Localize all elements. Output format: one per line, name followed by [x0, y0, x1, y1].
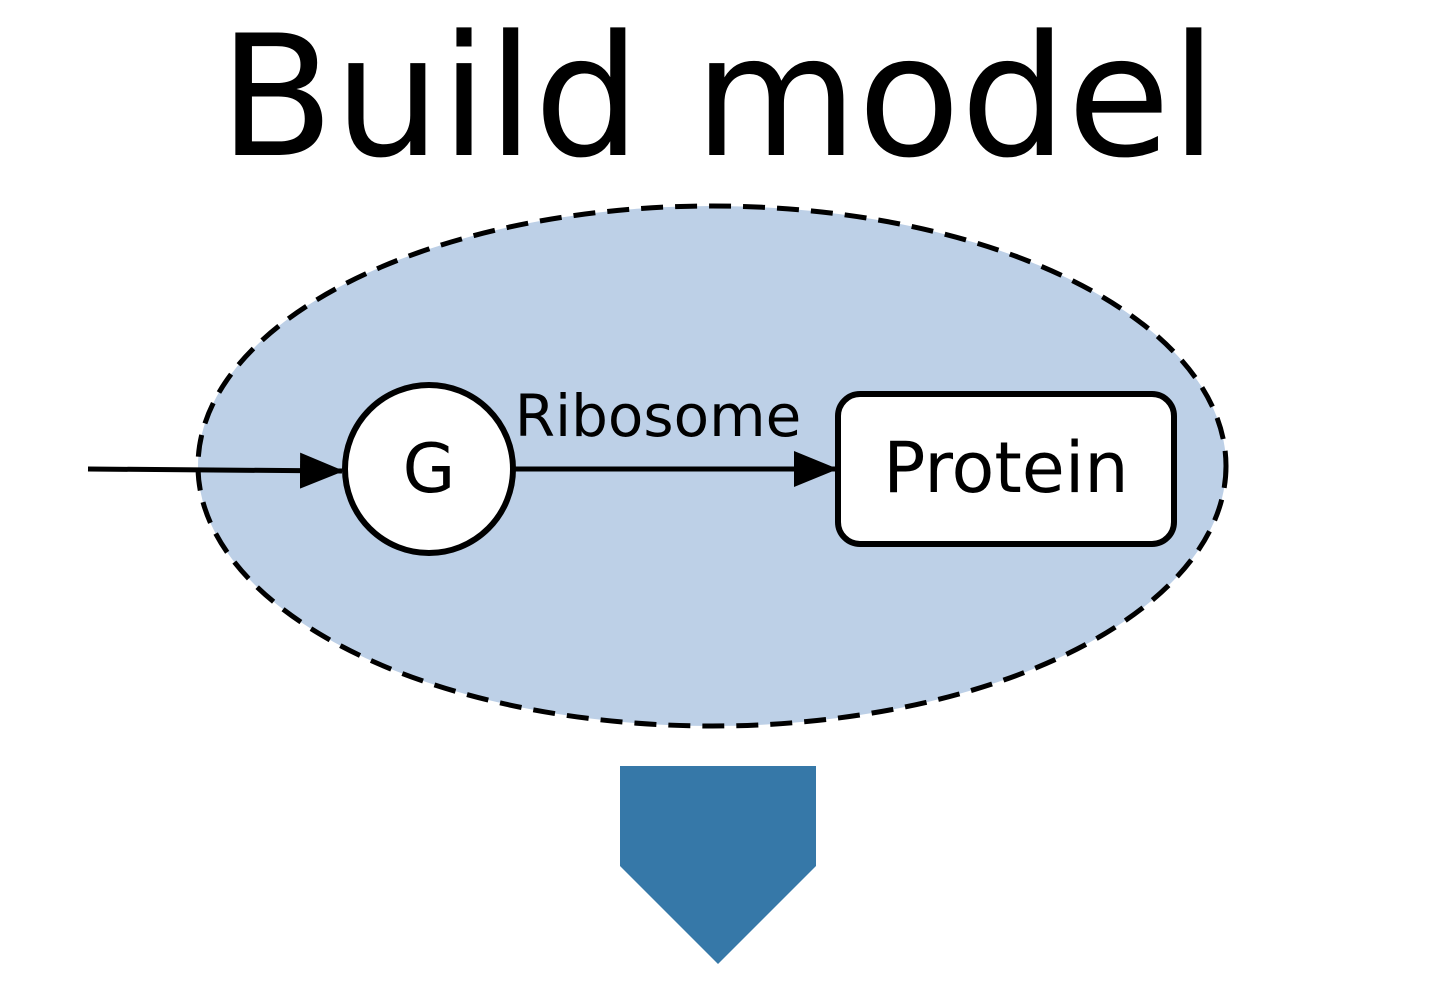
input-arrow: [87, 452, 344, 489]
gene-node-label: G: [403, 430, 456, 509]
diagram-title: Build model: [219, 0, 1217, 195]
protein-node-label: Protein: [883, 427, 1128, 509]
down-arrow: [620, 766, 816, 964]
protein-node: [835, 391, 1177, 547]
gene-node: [342, 382, 516, 556]
model-boundary-region: [195, 203, 1229, 729]
translation-label: Ribosome: [515, 382, 802, 450]
